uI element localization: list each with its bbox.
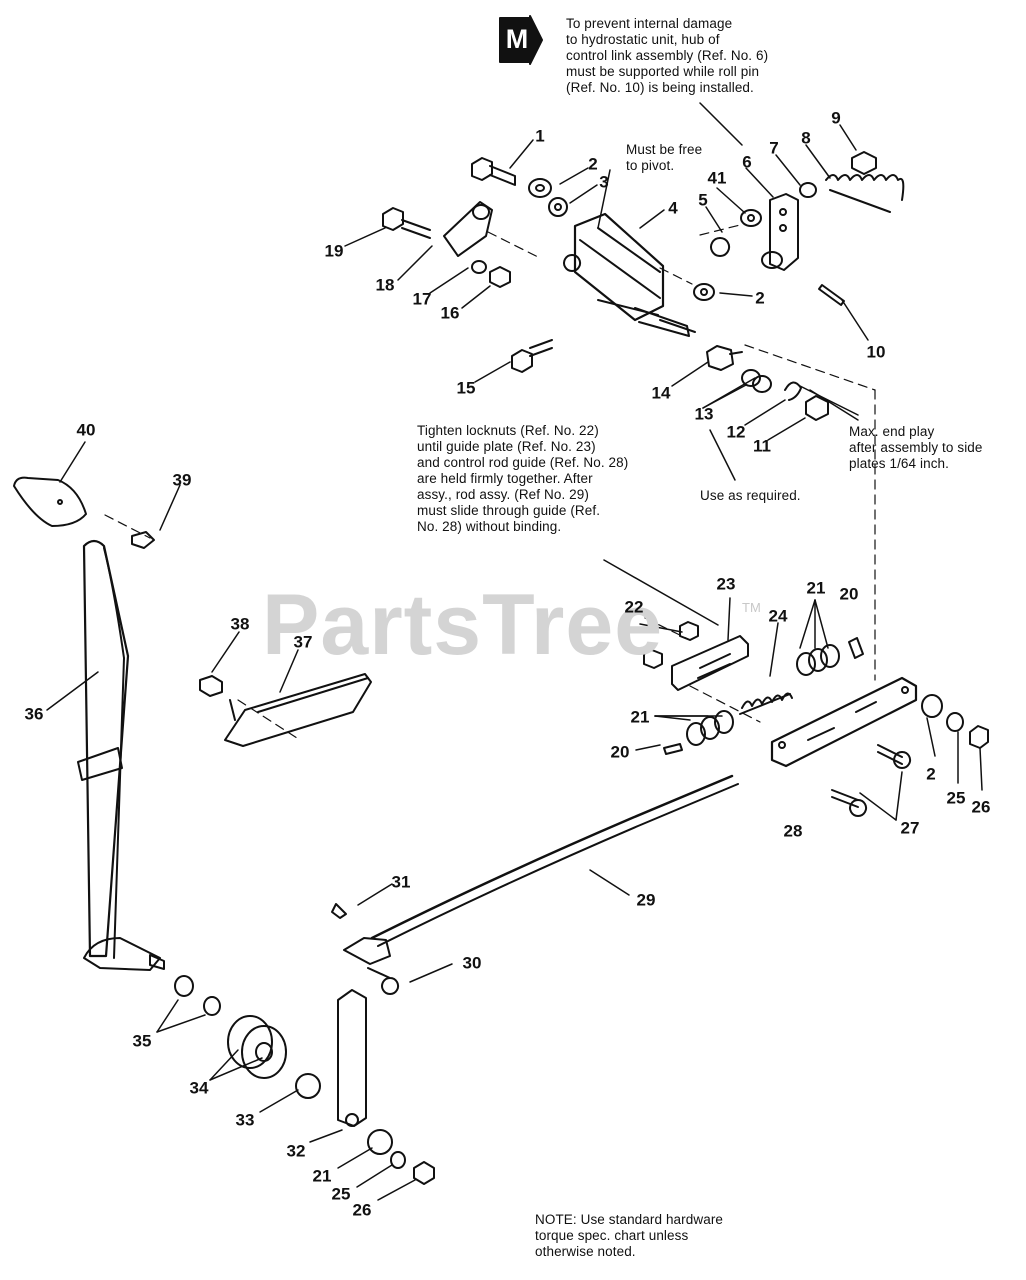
callout-12: 12 — [726, 422, 746, 442]
upper-control-assembly — [382, 151, 905, 421]
callout-2c: 2 — [926, 764, 936, 784]
callout-20b: 20 — [610, 742, 630, 762]
section-badge-letter: M — [505, 24, 529, 54]
guide-assembly — [643, 621, 989, 817]
end-play-note: Max. end play after assembly to side pla… — [849, 424, 983, 471]
hardware-note: NOTE: Use standard hardware torque spec.… — [535, 1212, 724, 1259]
callout-37: 37 — [293, 632, 313, 652]
callout-6: 6 — [742, 152, 752, 172]
callout-24: 24 — [768, 606, 788, 626]
callout-17: 17 — [412, 289, 432, 309]
callout-29: 29 — [636, 890, 656, 910]
callout-13: 13 — [694, 404, 714, 424]
pivot-note: Must be free to pivot. — [626, 142, 703, 173]
callout-26b: 26 — [352, 1200, 372, 1220]
callout-20a: 20 — [839, 584, 859, 604]
callout-3: 3 — [599, 172, 609, 192]
trademark-mark: TM — [742, 600, 761, 615]
callout-21c: 21 — [312, 1166, 332, 1186]
roll-pin-warning-note: To prevent internal damage to hydrostati… — [566, 16, 769, 95]
callout-39: 39 — [172, 470, 192, 490]
callout-31: 31 — [391, 872, 411, 892]
callout-14: 14 — [651, 383, 671, 403]
callout-23: 23 — [716, 574, 736, 594]
bracket-37 — [199, 673, 372, 747]
callout-40: 40 — [76, 420, 96, 440]
callout-27: 27 — [900, 818, 920, 838]
callout-30: 30 — [462, 953, 482, 973]
callout-26a: 26 — [971, 797, 991, 817]
watermark: PartsTree — [262, 577, 664, 673]
callout-41: 41 — [707, 168, 727, 188]
callout-32: 32 — [286, 1141, 306, 1161]
callout-25a: 25 — [946, 788, 966, 808]
callout-19: 19 — [324, 241, 344, 261]
leader-lines — [46, 102, 983, 1201]
callout-7: 7 — [769, 138, 779, 158]
callout-4: 4 — [668, 198, 678, 218]
section-badge-shape — [499, 15, 543, 65]
callout-10: 10 — [866, 342, 886, 362]
callout-1: 1 — [535, 126, 545, 146]
callout-9: 9 — [831, 108, 841, 128]
callout-38: 38 — [230, 614, 250, 634]
callout-11: 11 — [753, 436, 771, 456]
callout-36: 36 — [24, 704, 44, 724]
callout-34: 34 — [189, 1078, 209, 1098]
callout-2b: 2 — [755, 288, 765, 308]
callout-15: 15 — [456, 378, 476, 398]
callout-28: 28 — [783, 821, 803, 841]
callout-16: 16 — [440, 303, 460, 323]
callout-2: 2 — [588, 154, 598, 174]
use-as-required-note: Use as required. — [700, 488, 801, 503]
shift-lever-assembly — [13, 476, 321, 1099]
callout-5: 5 — [698, 190, 708, 210]
callout-35: 35 — [132, 1031, 152, 1051]
locknuts-note: Tighten locknuts (Ref. No. 22) until gui… — [417, 423, 629, 534]
callout-22: 22 — [624, 597, 644, 617]
callout-25b: 25 — [331, 1184, 351, 1204]
control-rod-29 — [331, 774, 739, 1185]
callout-18: 18 — [375, 275, 395, 295]
callout-8: 8 — [801, 128, 811, 148]
callout-21a: 21 — [806, 578, 826, 598]
callout-21b: 21 — [630, 707, 650, 727]
alignment-lines — [104, 224, 876, 741]
callout-33: 33 — [235, 1110, 255, 1130]
